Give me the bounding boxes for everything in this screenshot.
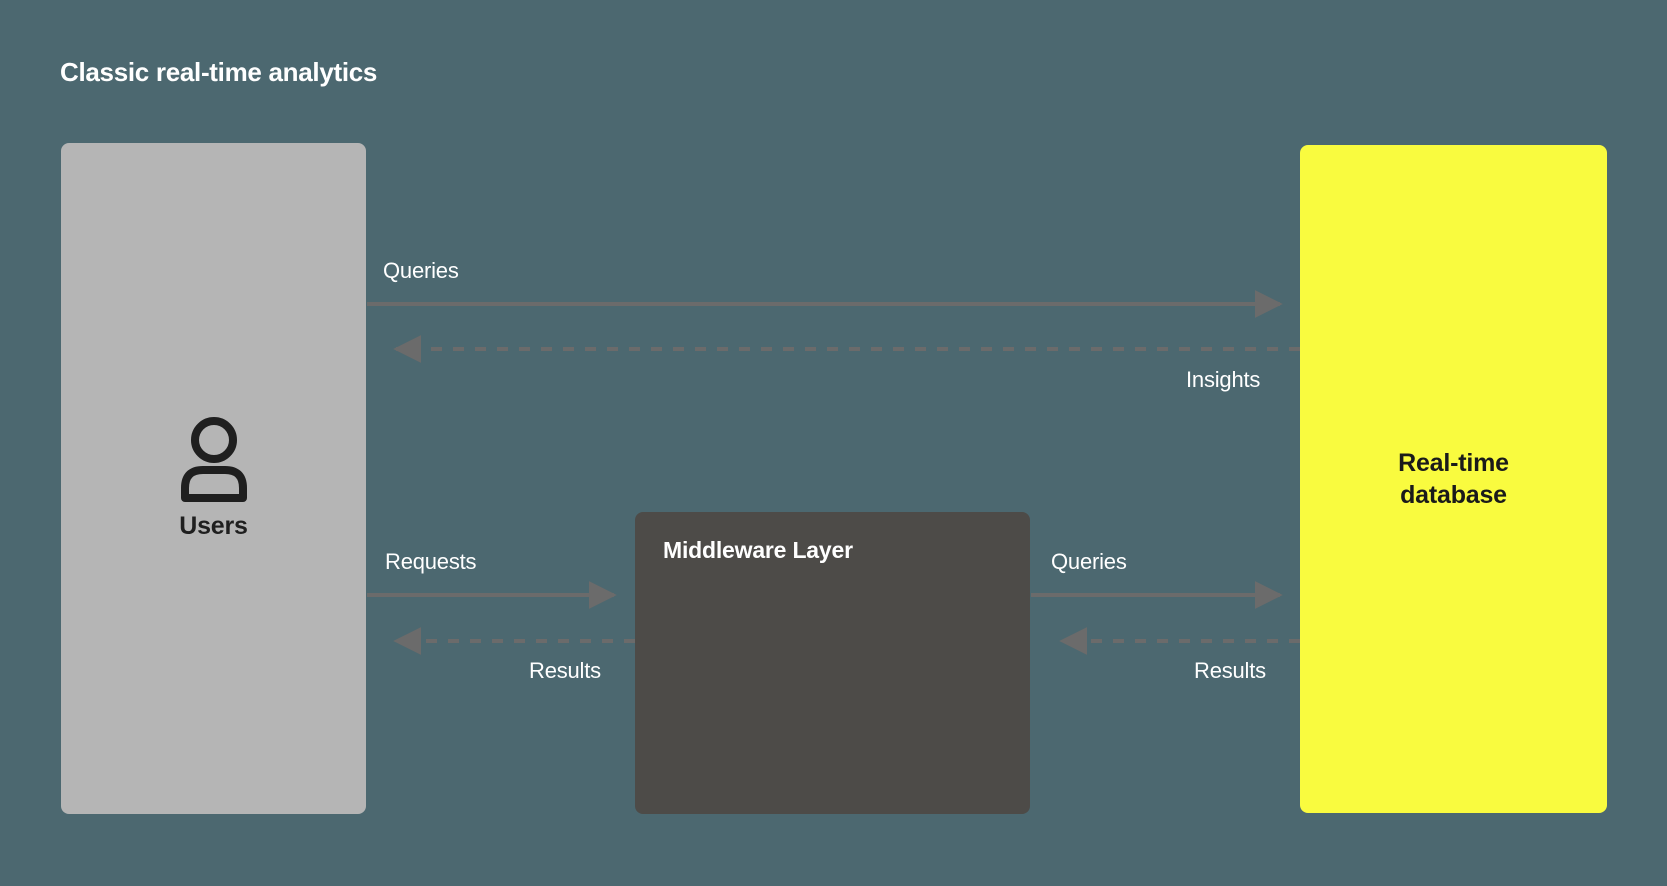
node-database-label: Real-time database xyxy=(1398,447,1509,511)
edge-label-results-left: Results xyxy=(529,658,601,683)
edge-label-queries-top: Queries xyxy=(383,258,459,283)
edge-label-insights: Insights xyxy=(1186,367,1261,392)
person-icon xyxy=(177,416,251,502)
node-database-label-line2: database xyxy=(1400,481,1507,509)
edge-label-requests: Requests xyxy=(385,549,477,574)
node-users-label: Users xyxy=(179,512,248,540)
node-middleware-label: Middleware Layer xyxy=(663,537,853,563)
node-users[interactable]: Users xyxy=(61,143,366,814)
node-database-label-line1: Real-time xyxy=(1398,449,1509,477)
node-middleware[interactable]: Middleware Layer xyxy=(635,512,1030,814)
edge-label-queries-bottom: Queries xyxy=(1051,549,1127,574)
node-database[interactable]: Real-time database xyxy=(1300,145,1607,813)
edge-label-results-right: Results xyxy=(1194,658,1266,683)
page-title: Classic real-time analytics xyxy=(60,57,378,87)
